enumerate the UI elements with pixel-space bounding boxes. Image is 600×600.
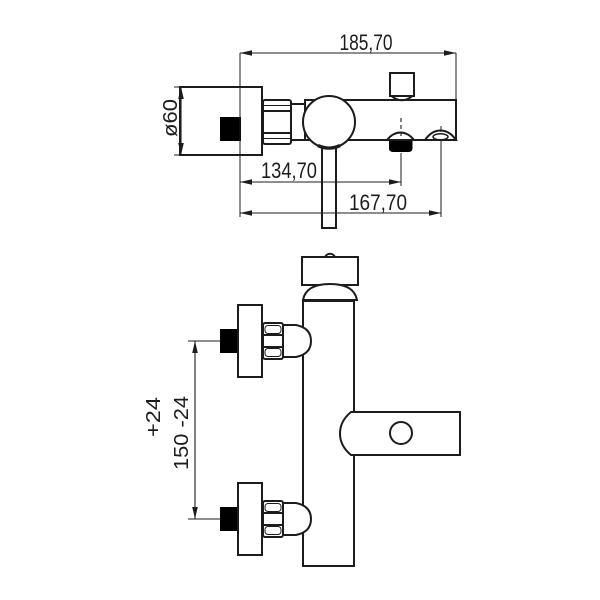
diverter-knob-base <box>390 95 414 102</box>
wall-connection-block <box>220 507 240 531</box>
inlet-connector <box>282 502 313 536</box>
handle-joint-arc <box>317 144 341 150</box>
arrowhead-icon <box>178 87 184 99</box>
arrowhead-icon <box>444 50 456 56</box>
spout-hole <box>389 421 413 445</box>
diverter-knob <box>389 72 415 97</box>
wall-connection-block <box>220 329 240 353</box>
dim-label-total-depth: 185,70 <box>340 30 393 55</box>
top-view <box>220 252 461 567</box>
inlet-connector <box>282 324 313 358</box>
arrowhead-icon <box>240 210 252 216</box>
arrowhead-icon <box>192 507 198 519</box>
nut-chamfer <box>264 526 282 535</box>
dim-label-aerator-offset: 134,70 <box>261 158 317 183</box>
dim-label-inlet-centers: 150 -24 <box>171 396 193 470</box>
dim-bracket-offset: 167,70 <box>240 126 442 217</box>
arrowhead-icon <box>240 50 252 56</box>
dimensions: 185,70 ø60 134,70 167,70 <box>143 30 457 520</box>
lever-handle <box>321 147 337 229</box>
mounting-nut <box>262 99 292 145</box>
dim-total-depth: 185,70 <box>240 30 457 99</box>
inlet-nut <box>262 322 284 360</box>
nut-chamfer <box>264 325 282 334</box>
upper-inlet <box>220 304 313 378</box>
nut-chamfer <box>264 503 282 512</box>
inlet-nut <box>262 500 284 538</box>
arrowhead-icon <box>178 143 184 155</box>
nut-chamfer <box>264 348 282 357</box>
lower-inlet <box>220 482 313 556</box>
inlet-flange <box>237 304 263 378</box>
arrowhead-icon <box>389 179 401 185</box>
aerator-outlet <box>389 141 413 152</box>
dim-inlet-centers: +24 150 -24 <box>143 340 221 520</box>
cap-button <box>324 252 336 258</box>
bracket-hole <box>432 133 449 141</box>
arrowhead-icon <box>192 341 198 353</box>
inlet-flange <box>237 482 263 556</box>
dim-plate-diameter: ø60 <box>160 86 184 156</box>
arrowhead-icon <box>240 179 252 185</box>
cartridge-housing <box>302 95 356 149</box>
side-view <box>179 53 458 229</box>
head-cap <box>301 256 359 286</box>
dim-label-plate-diameter: ø60 <box>160 99 182 137</box>
arrowhead-icon <box>429 210 441 216</box>
dim-aerator-offset: 134,70 <box>240 118 402 186</box>
head-dome <box>301 282 359 301</box>
dim-label-tolerance-plus: +24 <box>143 397 165 437</box>
wall-connection-block <box>220 117 241 141</box>
dim-label-bracket-offset: 167,70 <box>349 190 407 215</box>
